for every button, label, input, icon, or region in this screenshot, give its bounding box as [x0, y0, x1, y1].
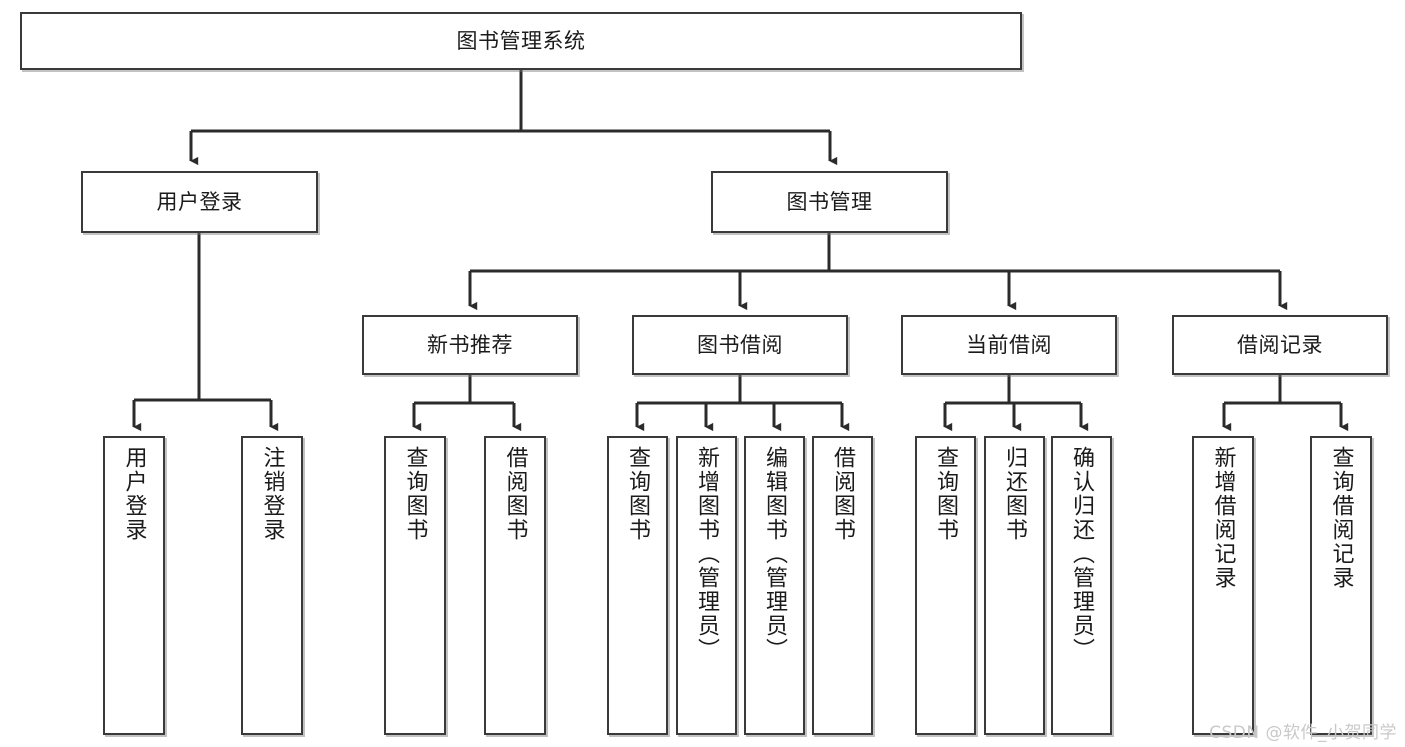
node-label: 用户登录: [121, 446, 147, 542]
node-label: 新增借阅记录: [1210, 446, 1236, 590]
node-label: 查询借阅记录: [1328, 446, 1354, 590]
node-leaf-query-book-current[interactable]: 查询图书: [915, 436, 976, 735]
node-leaf-confirm-return-admin[interactable]: 确认归还（管理员）: [1051, 436, 1112, 735]
node-label: 新书推荐: [427, 332, 513, 357]
node-leaf-return-book[interactable]: 归还图书: [984, 436, 1045, 735]
node-label: 当前借阅: [966, 332, 1052, 357]
node-leaf-edit-book-admin[interactable]: 编辑图书（管理员）: [744, 436, 805, 735]
node-leaf-query-borrow-record[interactable]: 查询借阅记录: [1310, 436, 1372, 735]
node-label: 图书管理: [786, 189, 873, 214]
node-leaf-query-book-newbook[interactable]: 查询图书: [384, 436, 446, 735]
node-label: 查询图书: [933, 446, 959, 542]
node-label: 借阅记录: [1237, 332, 1323, 357]
node-label: 查询图书: [402, 446, 428, 542]
node-label: 查询图书: [625, 446, 651, 542]
node-leaf-logout[interactable]: 注销登录: [241, 436, 303, 735]
node-leaf-borrow-book[interactable]: 借阅图书: [812, 436, 873, 735]
node-submodule-borrow-record[interactable]: 借阅记录: [1172, 315, 1388, 375]
node-submodule-book-borrow[interactable]: 图书借阅: [632, 315, 848, 375]
watermark-text: CSDN @软件_小贺同学: [1209, 723, 1397, 743]
node-module-user-login[interactable]: 用户登录: [81, 171, 318, 233]
node-root-system[interactable]: 图书管理系统: [20, 12, 1022, 70]
node-label: 归还图书: [1002, 446, 1028, 542]
node-label: 借阅图书: [830, 446, 856, 542]
node-submodule-current-borrow[interactable]: 当前借阅: [901, 315, 1117, 375]
node-leaf-add-book-admin[interactable]: 新增图书（管理员）: [676, 436, 737, 735]
node-leaf-add-borrow-record[interactable]: 新增借阅记录: [1192, 436, 1254, 735]
node-label: 编辑图书（管理员）: [762, 446, 788, 662]
node-label: 图书借阅: [697, 332, 783, 357]
node-module-book-management[interactable]: 图书管理: [711, 171, 948, 233]
node-submodule-new-book-recommend[interactable]: 新书推荐: [362, 315, 578, 375]
node-label: 借阅图书: [502, 446, 528, 542]
node-leaf-borrow-book-newbook[interactable]: 借阅图书: [484, 436, 546, 735]
node-leaf-user-login[interactable]: 用户登录: [103, 436, 165, 735]
node-label: 确认归还（管理员）: [1069, 446, 1095, 662]
node-label: 图书管理系统: [456, 28, 586, 53]
node-leaf-query-book-borrow[interactable]: 查询图书: [607, 436, 668, 735]
node-label: 注销登录: [259, 446, 285, 542]
node-label: 新增图书（管理员）: [694, 446, 720, 662]
node-label: 用户登录: [156, 189, 243, 214]
